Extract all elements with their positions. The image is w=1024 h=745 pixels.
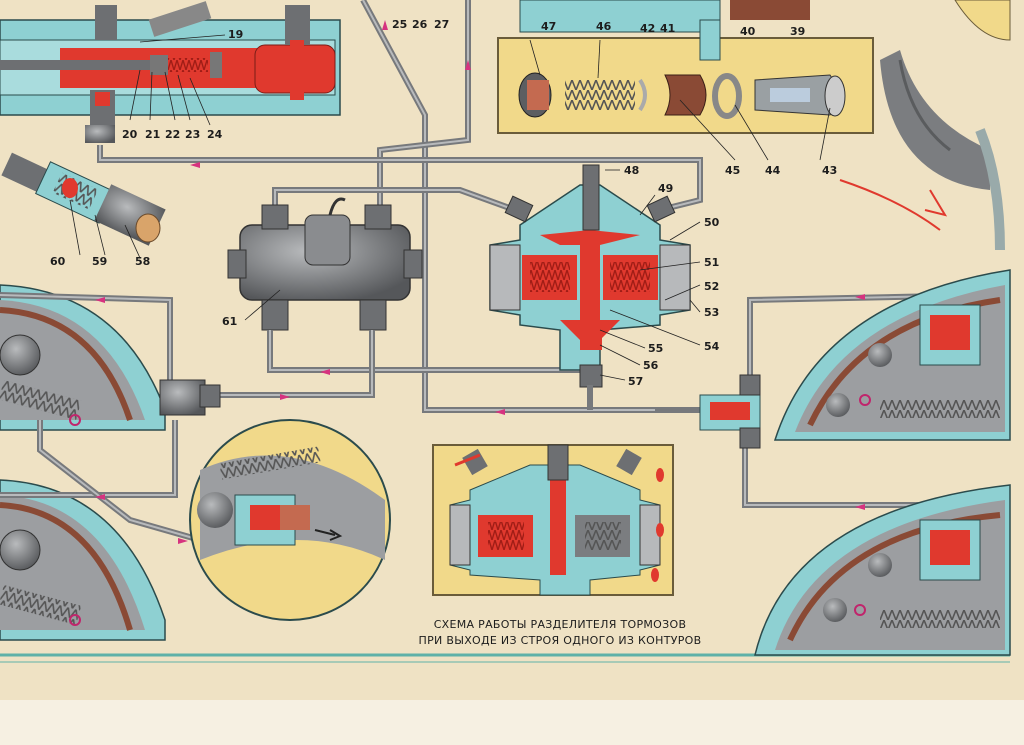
right-pipes xyxy=(587,292,1010,508)
label-55: 55 xyxy=(648,342,663,355)
label-21: 21 xyxy=(145,128,160,141)
label-60: 60 xyxy=(50,255,66,268)
label-19: 19 xyxy=(228,28,243,41)
label-26: 26 xyxy=(412,18,428,31)
label-61: 61 xyxy=(222,315,237,328)
label-23: 23 xyxy=(185,128,200,141)
label-58: 58 xyxy=(135,255,150,268)
label-45: 45 xyxy=(725,164,740,177)
caption-line-1: СХЕМА РАБОТЫ РАЗДЕЛИТЕЛЯ ТОРМОЗОВ xyxy=(434,618,687,631)
label-27: 27 xyxy=(434,18,449,31)
label-56: 56 xyxy=(643,359,659,372)
flow-arrows xyxy=(95,20,865,544)
label-42: 42 xyxy=(640,22,655,35)
leader-lines xyxy=(69,34,831,381)
label-22: 22 xyxy=(165,128,180,141)
label-49: 49 xyxy=(658,182,673,195)
label-52: 52 xyxy=(704,280,719,293)
label-53: 53 xyxy=(704,306,719,319)
top-right-fragment xyxy=(519,0,1011,251)
label-59: 59 xyxy=(92,255,107,268)
label-50: 50 xyxy=(704,216,720,229)
label-44: 44 xyxy=(765,164,781,177)
brake-light-switch xyxy=(1,152,166,246)
caption-line-2: ПРИ ВЫХОДЕ ИЗ СТРОЯ ОДНОГО ИЗ КОНТУРОВ xyxy=(419,634,702,647)
right-lower-brake-drum xyxy=(754,484,1011,656)
splitter-failure-inset xyxy=(432,444,674,596)
label-54: 54 xyxy=(704,340,720,353)
label-57: 57 xyxy=(628,375,643,388)
label-51: 51 xyxy=(704,256,719,269)
label-47: 47 xyxy=(541,20,556,33)
label-46: 46 xyxy=(596,20,612,33)
label-41: 41 xyxy=(660,22,675,35)
label-20: 20 xyxy=(122,128,138,141)
part-number-labels: 19 20 21 22 23 24 25 26 27 42 41 40 39 4… xyxy=(50,18,837,388)
label-25: 25 xyxy=(392,18,407,31)
label-39: 39 xyxy=(790,25,805,38)
label-40: 40 xyxy=(740,25,756,38)
page-bottom-margin xyxy=(0,700,1024,745)
right-upper-brake-drum xyxy=(773,269,1011,441)
label-24: 24 xyxy=(207,128,223,141)
left-upper-brake-drum xyxy=(0,284,166,431)
label-48: 48 xyxy=(624,164,639,177)
label-43: 43 xyxy=(822,164,837,177)
brake-pressure-regulator xyxy=(227,197,423,331)
left-lower-brake-drum xyxy=(0,479,166,641)
wheel-cylinder-zoom-inset xyxy=(189,419,391,621)
parts-inset xyxy=(497,37,874,134)
left-pipes xyxy=(0,292,221,543)
